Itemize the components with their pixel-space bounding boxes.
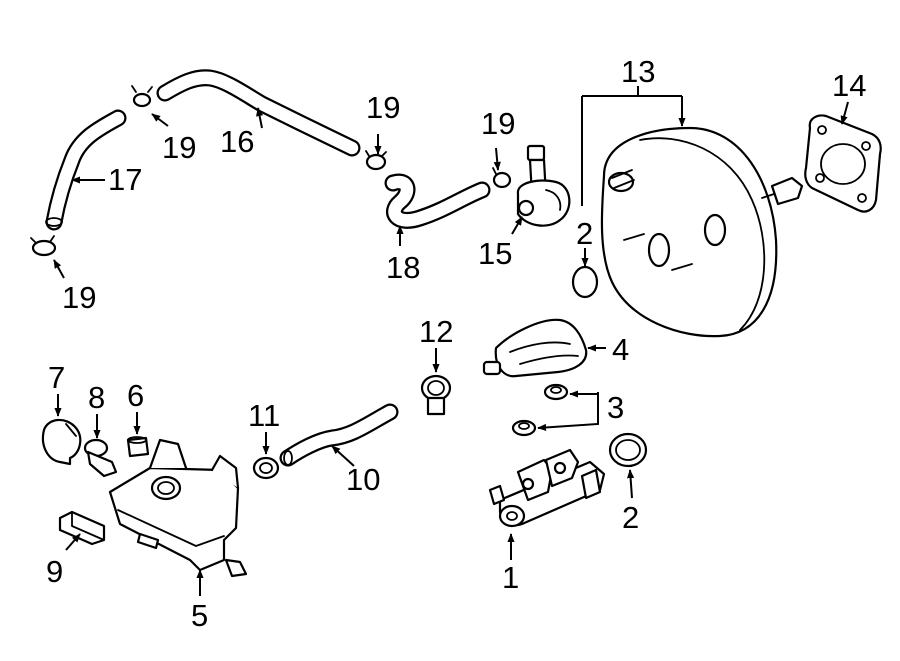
callout-8: 8: [88, 380, 105, 415]
vacuum-hose-18: [384, 173, 491, 229]
grommet-3a: [543, 383, 569, 401]
brake-booster-13: [600, 126, 804, 338]
sleeve-6: [126, 436, 150, 458]
callout-19c: 19: [366, 90, 400, 125]
check-valve-15: [516, 144, 571, 227]
callout-2b: 2: [622, 500, 639, 535]
hose-clamp-19a: [131, 85, 153, 108]
leader-lines: [53, 86, 849, 596]
callout-5: 5: [191, 598, 208, 633]
callout-4: 4: [612, 332, 629, 367]
reservoir-cover-4: [482, 318, 588, 378]
callout-11: 11: [248, 398, 280, 433]
vacuum-hose-16: [156, 69, 361, 157]
callout-19a: 19: [162, 130, 196, 165]
callout-6: 6: [127, 378, 144, 413]
master-cylinder-1: [488, 448, 606, 528]
callout-12: 12: [419, 314, 453, 349]
callout-13: 13: [621, 54, 655, 89]
hose-clamp-19b: [30, 235, 57, 257]
callout-3: 3: [607, 390, 624, 425]
callout-17: 17: [108, 162, 142, 197]
fluid-reservoir-5: [108, 438, 248, 578]
callout-1: 1: [502, 560, 519, 595]
sensor-9: [58, 510, 106, 546]
callout-19d: 19: [481, 106, 515, 141]
callout-18: 18: [386, 250, 420, 285]
callout-15: 15: [478, 236, 512, 271]
callout-2a: 2: [576, 216, 593, 251]
callout-16: 16: [220, 124, 254, 159]
reservoir-hose-10: [279, 403, 399, 467]
vacuum-hose-17: [45, 109, 127, 231]
callout-labels: 1 2 2 3 4 5 6 7 8 9 10 11 12 13 14 15 16…: [46, 54, 866, 633]
hose-clamp-11: [252, 456, 280, 480]
reservoir-cap-7: [41, 418, 82, 466]
callout-9: 9: [46, 554, 63, 589]
hose-clamp-19d: [492, 167, 512, 189]
callout-7: 7: [48, 360, 65, 395]
o-ring-seal-2a: [571, 265, 599, 299]
callout-10: 10: [346, 462, 380, 497]
callout-19b: 19: [62, 280, 96, 315]
hose-clamp-19c: [365, 150, 387, 171]
callout-14: 14: [832, 68, 866, 103]
seal-2b: [608, 432, 648, 468]
gasket-14: [804, 114, 882, 213]
strainer-8: [83, 438, 118, 478]
hose-clamp-12: [420, 374, 452, 416]
grommet-3b: [511, 419, 537, 437]
